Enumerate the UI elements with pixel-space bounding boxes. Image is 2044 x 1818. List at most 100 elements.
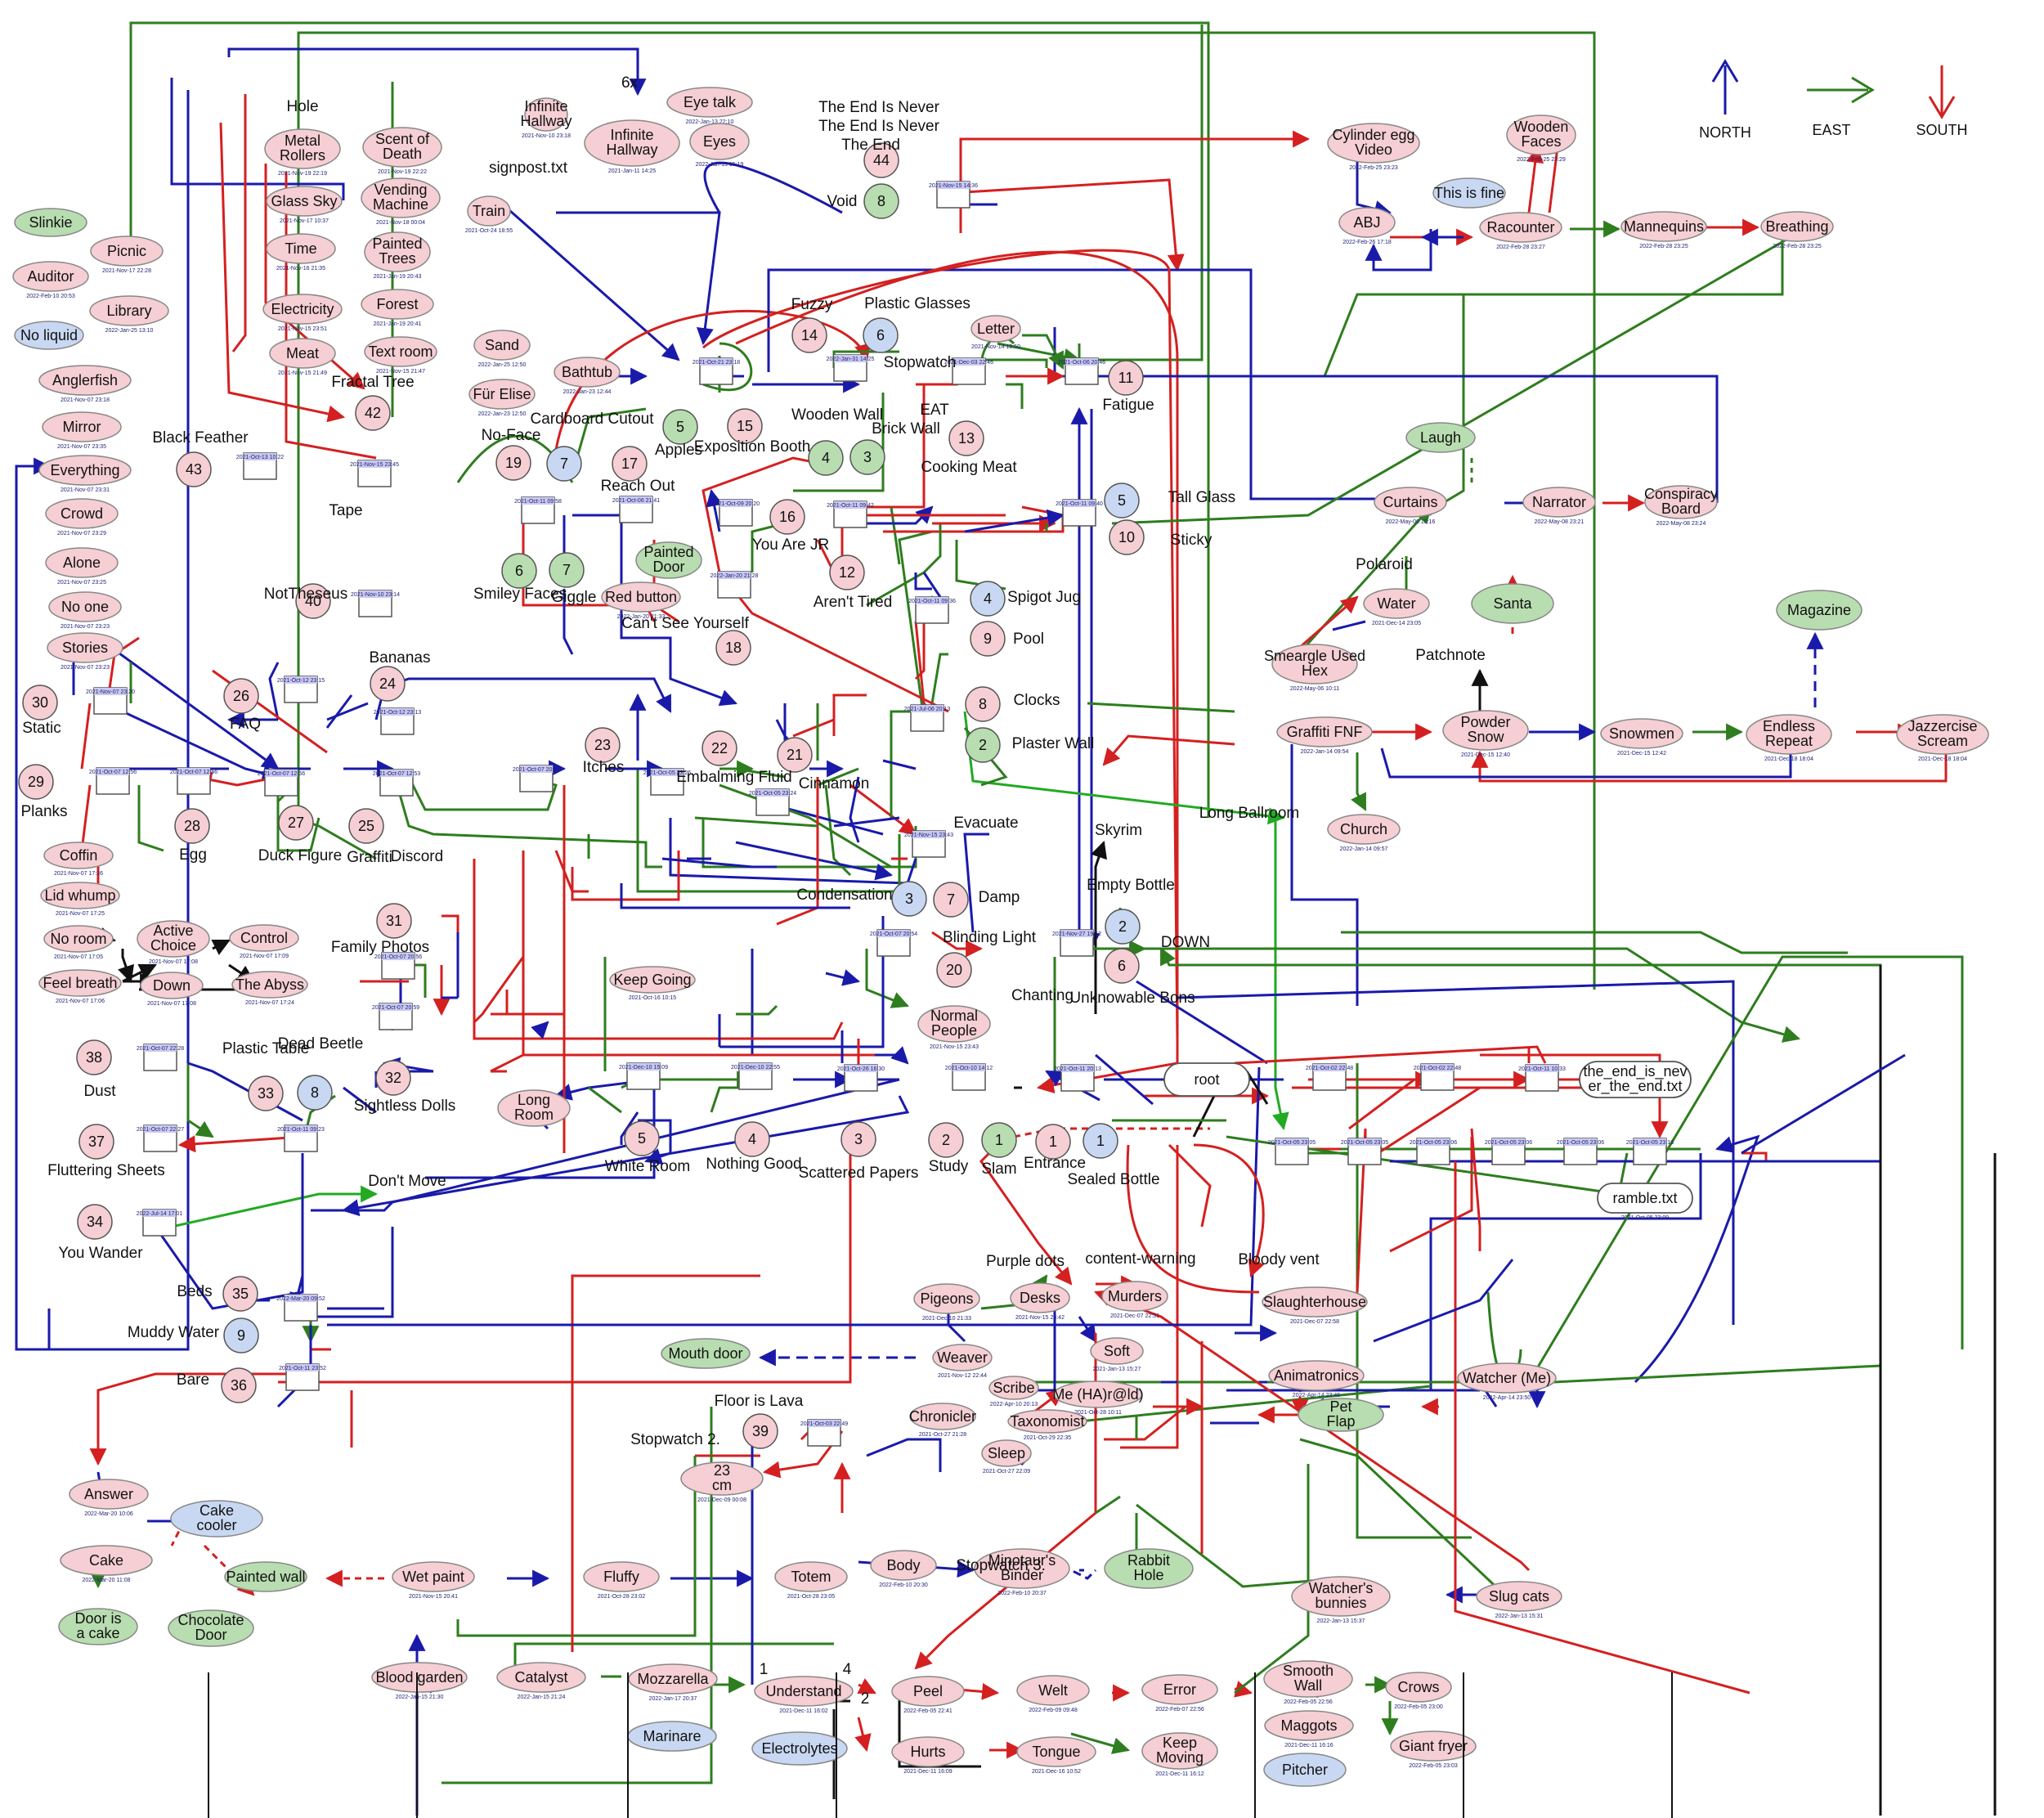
circle-number: 11 <box>1118 370 1134 386</box>
numbered-circle: 19 <box>495 445 531 481</box>
circle-number: 2 <box>1118 918 1127 935</box>
node-label: Fluffy <box>603 1569 639 1585</box>
node-timestamp: 2021-Dec-11 16:12 <box>1155 1771 1204 1777</box>
timestamp-box-label: 2021-Oct-02 22:48 <box>1414 1066 1461 1071</box>
numbered-circle: 13 <box>948 420 984 456</box>
node-label: Mannequins <box>1624 218 1704 235</box>
circle-number: 39 <box>752 1423 769 1439</box>
timestamp-box-label: 2021-Nov-15 14:36 <box>929 183 978 189</box>
map-label: Fluttering Sheets <box>47 1162 165 1179</box>
node-timestamp: 2021-Nov-15 21:49 <box>278 370 327 376</box>
node-label: Pigeons <box>920 1291 973 1307</box>
node-label: Santa <box>1493 595 1532 612</box>
map-label: 6x <box>621 74 639 92</box>
node-timestamp: 2021-Dec-11 16:09 <box>903 1769 953 1775</box>
circle-number: 9 <box>984 631 992 647</box>
map-label: Wooden Wall <box>791 406 883 424</box>
numbered-circle: 7 <box>933 882 969 918</box>
map-label: Exposition Booth <box>694 438 811 456</box>
node-label: Watcher (Me) <box>1463 1370 1551 1386</box>
timestamp-box: 2021-Nov-07 23:20 <box>86 687 135 715</box>
numbered-circle: 9 <box>970 621 1006 657</box>
legend-east-label: EAST <box>1812 122 1850 138</box>
map-label: Don't Move <box>368 1173 446 1190</box>
node-watcher-me: Watcher (Me)2022-Apr-14 23:50 <box>1457 1362 1557 1401</box>
node-label: Error <box>1163 1681 1196 1698</box>
map-label: Bananas <box>369 649 430 667</box>
circle-number: 8 <box>877 193 885 209</box>
map-label: Black Feather <box>152 429 249 447</box>
node-label: Glass Sky <box>271 193 337 209</box>
map-label: Itches <box>583 759 625 776</box>
map-label: The End <box>841 137 900 154</box>
node-label: Soft <box>1104 1343 1130 1359</box>
node-timestamp: 2021-Nov-15 21:47 <box>376 369 425 375</box>
timestamp-box-label: 2021-Oct-11 09:23 <box>277 1127 325 1133</box>
node-timestamp: 2021-Nov-15 23:42 <box>1015 1315 1065 1321</box>
node-label: Pitcher <box>1282 1762 1328 1778</box>
node-label: Welt <box>1038 1682 1068 1699</box>
node-label: Library <box>106 303 151 319</box>
timestamp-box-label: 2021-Oct-05 23:16 <box>1626 1140 1674 1146</box>
timestamp-box: 2021-Nov-27 19:52 <box>1052 929 1101 957</box>
circle-number: 6 <box>1118 958 1126 974</box>
map-label: Evacuate <box>953 815 1018 832</box>
numbered-circle: 4 <box>970 581 1006 617</box>
numbered-circle: 35 <box>222 1276 258 1312</box>
node-label: Giant fryer <box>1399 1738 1468 1754</box>
node-label: Cake <box>89 1552 123 1569</box>
node-timestamp: 2021-Dec-07 22:51 <box>1110 1313 1159 1319</box>
circle-number: 26 <box>233 688 249 704</box>
numbered-circle: 7 <box>549 552 585 588</box>
node-timestamp: 2022-Jan-15 21:30 <box>396 1695 444 1700</box>
map-label: EAT <box>920 402 949 419</box>
node-label: No liquid <box>20 327 78 343</box>
timestamp-box-label: 2021-Oct-21 23:18 <box>693 360 740 366</box>
node-label: root <box>1194 1071 1219 1088</box>
node-label: Answer <box>84 1486 133 1502</box>
timestamp-box-label: 2021-Oct-26 16:30 <box>837 1066 885 1072</box>
map-label: No-Face <box>482 427 541 444</box>
node-label: Alone <box>63 554 101 571</box>
node-timestamp: 2022-Apr-14 23:46 <box>1293 1393 1340 1398</box>
numbered-circle: 4 <box>734 1121 770 1157</box>
numbered-circle: 7 <box>546 446 582 482</box>
circle-number: 3 <box>863 449 872 465</box>
map-label: Empty Bottle <box>1087 877 1175 894</box>
numbered-circle: 21 <box>777 737 813 773</box>
timestamp-box: 2021-Oct-06 20:46 <box>1058 357 1105 385</box>
node-timestamp: 2022-Jan-25 13:10 <box>105 328 154 334</box>
map-label: Chanting <box>1011 987 1074 1004</box>
timestamp-box-label: 2021-Oct-07 22:27 <box>137 1127 184 1133</box>
node-label: Down <box>153 977 191 994</box>
node-timestamp: 2022-Jan-13 15:19 <box>696 162 744 168</box>
node-label: Coffin <box>60 847 98 864</box>
timestamp-box-label: 2021-Oct-07 22:28 <box>137 1046 184 1052</box>
node-label: Mozzarella <box>637 1671 709 1687</box>
circle-number: 4 <box>748 1131 756 1147</box>
node-timestamp: 2021-Dec-11 16:16 <box>1284 1743 1334 1748</box>
node-timestamp: 2022-Jan-13 22:10 <box>686 119 734 125</box>
legend-south-label: SOUTH <box>1916 122 1968 138</box>
timestamp-box-label: 2021-Oct-05 23:26 <box>643 770 691 776</box>
node-label: Forest <box>376 296 418 312</box>
numbered-circle: 5 <box>1104 483 1140 518</box>
